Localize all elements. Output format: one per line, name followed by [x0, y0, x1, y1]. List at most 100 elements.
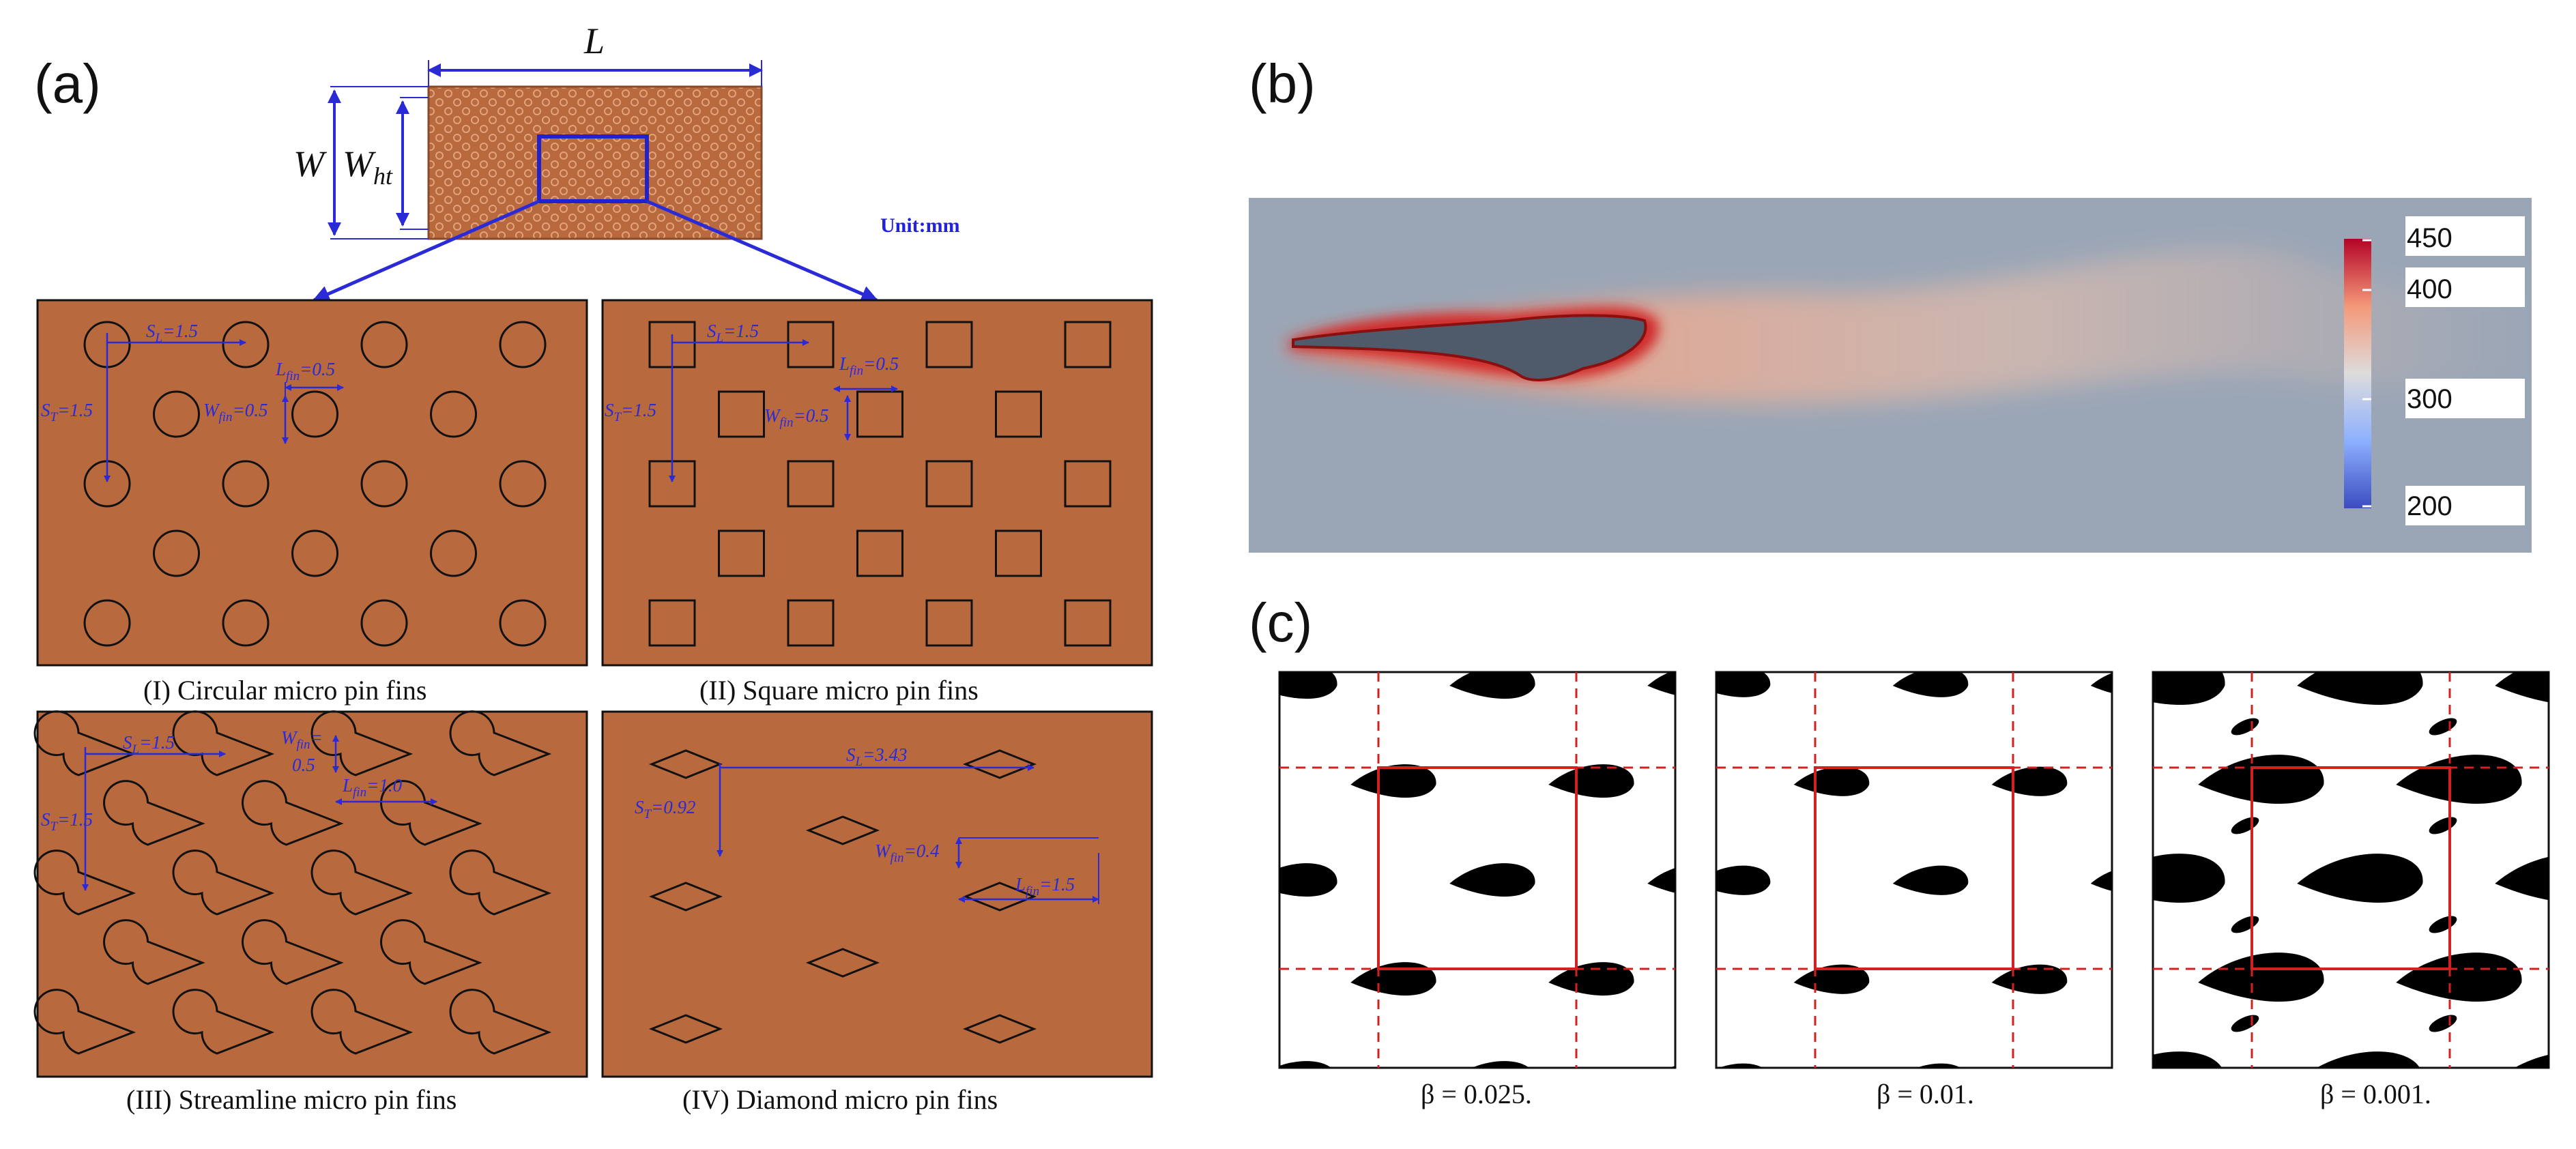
panel-label-c: (c) [1249, 592, 1312, 653]
temperature-field: 450 400 300 200 [1249, 198, 2532, 553]
length-label: L [583, 20, 605, 61]
beta-label-1: β = 0.025. [1421, 1079, 1532, 1109]
solid-region [2153, 672, 2225, 705]
solid-region [2515, 1054, 2549, 1068]
zoom-arrow-left [312, 199, 540, 302]
square-fin [1064, 460, 1112, 508]
diamond-fin [805, 815, 880, 845]
unit-cell-box [2251, 766, 2451, 970]
solid-region [1350, 764, 1436, 798]
caption-circular: (I) Circular micro pin fins [143, 675, 426, 706]
solid-region [2090, 673, 2112, 693]
panel-label-b: (b) [1249, 53, 1316, 114]
circular-fin [430, 390, 477, 438]
colorbar [2344, 239, 2371, 508]
circular-fin [291, 390, 338, 438]
unit-label: Unit:mm [880, 214, 960, 237]
zoom-arrow-right [646, 199, 879, 302]
solid-region [2495, 672, 2549, 703]
solid-region [2297, 672, 2423, 705]
square-fin-array [648, 321, 1112, 647]
square-fin [1064, 599, 1112, 647]
solid-region [1670, 1066, 1675, 1068]
square-fin [995, 390, 1042, 438]
topology-beta-0025 [1153, 671, 1677, 1069]
lfin-label: Lfin=0.5 [839, 353, 899, 378]
diamond-dimensions: SL=3.43 ST=0.92 Lfin=1.5 Wfin=0.4 [635, 744, 1099, 904]
topology-beta-0001 [2152, 671, 2550, 1069]
square-dimensions: SL=1.5 ST=1.5 Lfin=0.5 Wfin=0.5 [605, 321, 899, 482]
streamline-fin [310, 849, 414, 916]
solid-region [1279, 1061, 1331, 1068]
circular-fin [222, 599, 270, 647]
solid-region [1793, 964, 1870, 994]
streamline-fin [103, 780, 205, 846]
solid-region [2198, 952, 2324, 1002]
solid-region [1279, 672, 1337, 699]
beta-label-3: β = 0.001. [2320, 1079, 2431, 1109]
wfin-label: Wfin= [281, 727, 323, 752]
sl-label: SL=1.5 [146, 321, 198, 345]
streamline-fin [310, 710, 414, 776]
circular-fin [430, 529, 477, 577]
sl-label: SL=1.5 [707, 321, 759, 345]
square-fin [925, 599, 973, 647]
square-fin [856, 529, 903, 577]
lfin-label: Lfin=1.0 [342, 775, 403, 800]
square-fin [718, 390, 765, 438]
streamline-fin [380, 919, 482, 985]
streamline-fin [449, 849, 552, 916]
circular-fin-array [83, 321, 547, 647]
solid-region [1647, 868, 1675, 893]
panel-label-a: (a) [34, 53, 101, 114]
circular-fin [83, 599, 131, 647]
solid-region [1548, 962, 1634, 996]
solid-region [1153, 764, 1238, 798]
square-fin [995, 529, 1042, 577]
diamond-fin [648, 882, 723, 912]
fin-panel-circular: SL=1.5 ST=1.5 Lfin=0.5 Wfin=0.5 [36, 299, 588, 667]
solid-region [1153, 962, 1238, 995]
solid-region [1647, 672, 1675, 695]
streamline-fin [33, 989, 136, 1055]
solid-region [2090, 871, 2112, 891]
fin-panel-square: SL=1.5 ST=1.5 Lfin=0.5 Wfin=0.5 [601, 299, 1153, 667]
caption-square: (II) Square micro pin fins [699, 675, 979, 706]
solid-region [1716, 672, 1771, 697]
colorbar-ticks: 450 400 300 200 [2362, 216, 2525, 525]
beta-label-2: β = 0.01. [1877, 1079, 1974, 1109]
streamline-fin [310, 989, 414, 1055]
st-label: ST=1.5 [605, 400, 656, 424]
square-fin [925, 321, 973, 368]
solid-region [1548, 764, 1634, 798]
topology-beta-001 [1715, 671, 2113, 1069]
square-fin [718, 529, 765, 577]
heat-sink-body [427, 85, 763, 240]
sl-label: SL=1.5 [123, 732, 175, 757]
streamline-fin [449, 989, 552, 1055]
solid-region [1917, 1063, 1960, 1068]
wfin-label: Wfin=0.5 [203, 400, 268, 424]
unit-cell-box [1377, 766, 1578, 970]
solid-region [1892, 672, 1969, 697]
colorbar-tick-200: 200 [2407, 491, 2452, 521]
streamline-fin [380, 780, 482, 846]
circular-fin [153, 390, 200, 438]
streamline-fin [172, 849, 275, 916]
caption-diamond: (IV) Diamond micro pin fins [682, 1084, 998, 1115]
square-fin [1064, 321, 1112, 368]
solid-region [1793, 766, 1870, 796]
streamline-fin [172, 710, 275, 776]
square-fin [925, 460, 973, 508]
circular-fin [360, 599, 408, 647]
solid-region [1449, 863, 1535, 897]
fin-panel-streamline: SL=1.5 ST=1.5 Lfin=1.0 Wfin= 0.5 [33, 710, 588, 1078]
width-label: W [293, 143, 328, 184]
caption-streamline: (III) Streamline micro pin fins [126, 1084, 457, 1115]
zoom-window [537, 134, 649, 203]
circular-fin [222, 460, 270, 508]
circular-fin [499, 599, 547, 647]
colorbar-tick-450: 450 [2407, 223, 2452, 253]
solid-region [1472, 1061, 1529, 1068]
st-label: ST=0.92 [635, 797, 696, 821]
